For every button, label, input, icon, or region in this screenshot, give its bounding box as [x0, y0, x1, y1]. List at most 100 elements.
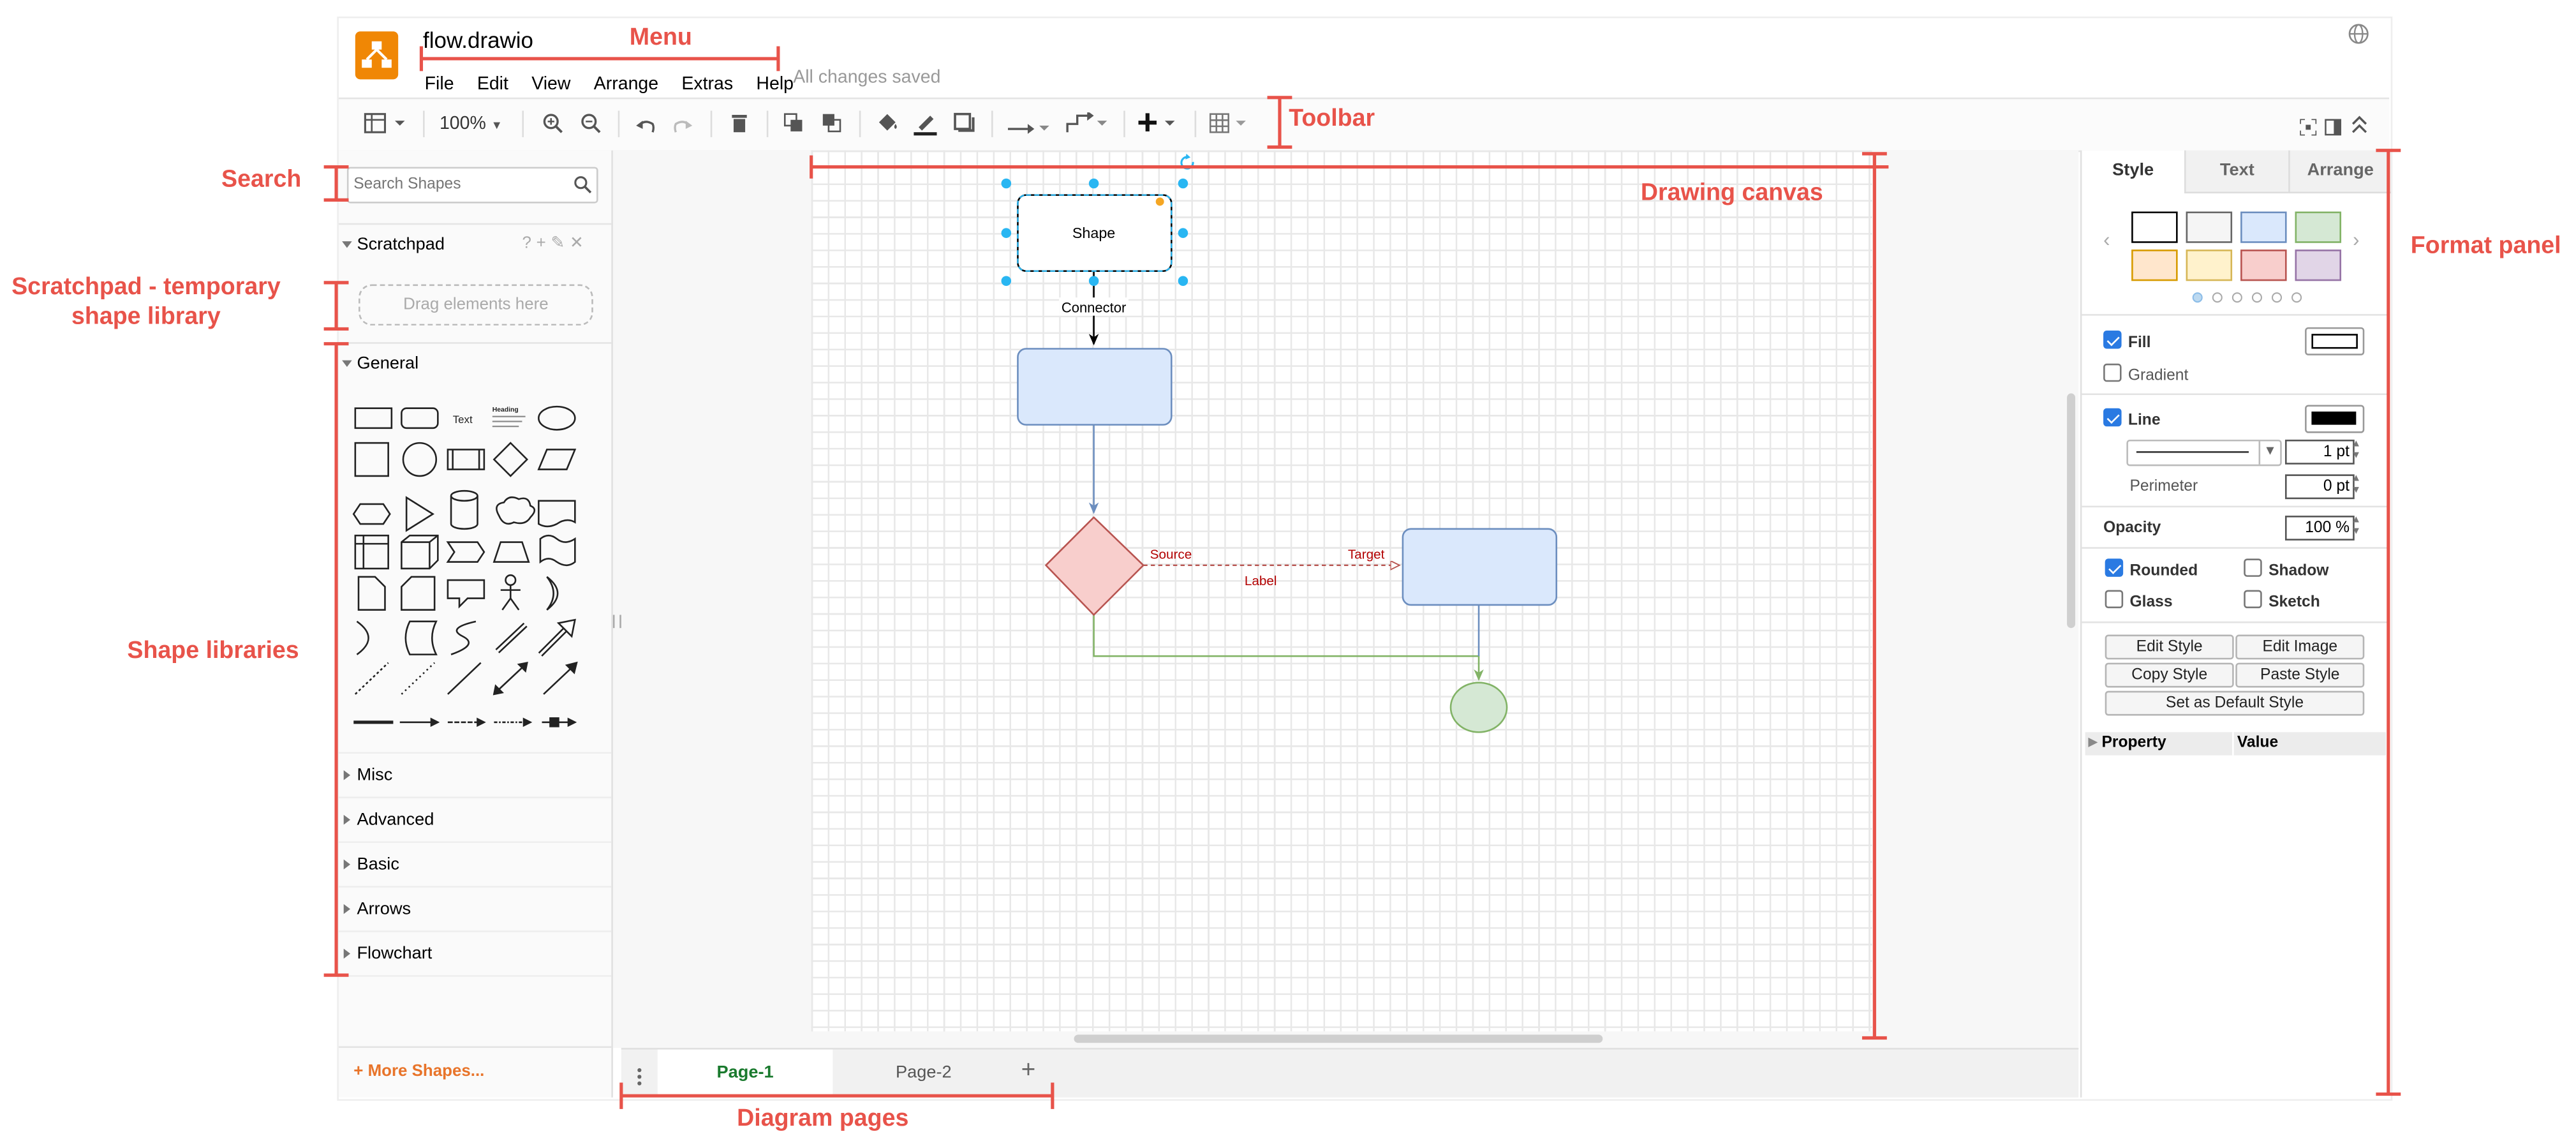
- style-swatch-8[interactable]: [2295, 250, 2342, 281]
- paste-style-button[interactable]: Paste Style: [2235, 662, 2365, 688]
- or-shape[interactable]: [546, 576, 559, 611]
- line-pattern-select[interactable]: ▼: [2126, 439, 2282, 466]
- tab-text[interactable]: Text: [2184, 150, 2289, 194]
- sketch-option[interactable]: Sketch: [2244, 590, 2320, 611]
- line-width-stepper[interactable]: ▲▼: [2351, 439, 2361, 461]
- undo-icon[interactable]: [635, 114, 656, 144]
- edge-source-label[interactable]: Source: [1150, 547, 1192, 562]
- menu-file[interactable]: File: [424, 74, 454, 94]
- line-width-input[interactable]: 1 pt: [2284, 439, 2355, 465]
- tab-arrange[interactable]: Arrange: [2288, 150, 2391, 194]
- globe-icon[interactable]: [2348, 23, 2369, 53]
- format-toggle-icon[interactable]: [2325, 114, 2342, 144]
- menu-extras[interactable]: Extras: [681, 74, 734, 94]
- view-icon[interactable]: [364, 112, 410, 142]
- callout-shape[interactable]: [447, 579, 485, 609]
- search-icon[interactable]: [574, 175, 592, 194]
- vertical-scrollbar[interactable]: [2067, 393, 2076, 629]
- style-swatch-5[interactable]: [2131, 250, 2178, 281]
- perimeter-stepper[interactable]: ▲▼: [2351, 474, 2361, 496]
- style-swatch-6[interactable]: [2186, 250, 2233, 281]
- fill-option[interactable]: Fill: [2103, 331, 2150, 352]
- selection-handles[interactable]: [1001, 178, 1188, 287]
- delay-shape[interactable]: [356, 620, 369, 655]
- general-header[interactable]: General: [339, 354, 418, 373]
- fill-color-icon[interactable]: [876, 111, 899, 142]
- opacity-stepper[interactable]: ▲▼: [2351, 516, 2361, 537]
- style-swatch-7[interactable]: [2240, 250, 2287, 281]
- menu-arrange[interactable]: Arrange: [593, 74, 659, 94]
- scratchpad-header[interactable]: Scratchpad: [339, 235, 445, 255]
- edge-green-left[interactable]: [1093, 615, 1484, 682]
- file-title[interactable]: flow.drawio: [423, 28, 534, 53]
- circle-shape[interactable]: [402, 442, 438, 477]
- line-color-icon[interactable]: [914, 111, 937, 144]
- edge-middle-label[interactable]: Label: [1245, 574, 1277, 588]
- gradient-option[interactable]: Gradient: [2103, 363, 2188, 385]
- rectangle-shape[interactable]: [354, 407, 393, 429]
- shadow-option[interactable]: Shadow: [2244, 558, 2328, 580]
- actor-shape[interactable]: [500, 574, 521, 611]
- insert-icon[interactable]: [1138, 112, 1181, 142]
- library-advanced[interactable]: Advanced: [338, 796, 612, 841]
- close-icon[interactable]: ✕: [570, 234, 589, 253]
- directional-connector-shape[interactable]: [543, 661, 578, 695]
- chevron-right-icon[interactable]: ›: [2353, 228, 2360, 251]
- add-icon[interactable]: +: [536, 234, 551, 253]
- gradient-checkbox[interactable]: [2103, 363, 2122, 382]
- card-shape[interactable]: [401, 576, 436, 611]
- opacity-input[interactable]: 100 %: [2284, 516, 2355, 541]
- library-basic[interactable]: Basic: [338, 841, 612, 886]
- blue-process-box[interactable]: [1017, 348, 1173, 426]
- help-icon[interactable]: ?: [522, 234, 537, 253]
- target-box[interactable]: [1402, 528, 1558, 606]
- drawing-canvas[interactable]: [811, 150, 1872, 1032]
- edge-target-label[interactable]: Target: [1348, 547, 1385, 562]
- step-shape[interactable]: [446, 541, 485, 563]
- pages-menu-icon[interactable]: [636, 1064, 642, 1094]
- heading-shape[interactable]: Heading: [492, 406, 526, 428]
- bidirectional-connector-shape[interactable]: [492, 661, 528, 696]
- zoom-out-icon[interactable]: [580, 112, 602, 142]
- chevron-left-icon[interactable]: ‹: [2103, 228, 2110, 251]
- shape-label[interactable]: Shape: [1072, 225, 1115, 241]
- note-shape[interactable]: [357, 576, 386, 611]
- shadow-checkbox[interactable]: [2244, 558, 2262, 577]
- line-shape[interactable]: [447, 662, 482, 695]
- fill-checkbox[interactable]: [2103, 331, 2122, 349]
- menu-help[interactable]: Help: [756, 74, 794, 94]
- bidirectional-arrow-shape[interactable]: [495, 622, 528, 653]
- waypoints-icon[interactable]: [1066, 110, 1109, 142]
- parallelogram-shape[interactable]: [537, 449, 577, 470]
- delete-icon[interactable]: [730, 112, 748, 142]
- collapse-icon[interactable]: [2351, 112, 2368, 142]
- sidebar-resize-handle[interactable]: [612, 615, 621, 629]
- edit-image-button[interactable]: Edit Image: [2235, 634, 2365, 660]
- rounding-handle[interactable]: [1155, 197, 1164, 206]
- add-page-icon[interactable]: +: [1021, 1056, 1036, 1085]
- line-color-swatch[interactable]: [2305, 405, 2365, 433]
- connector-label[interactable]: Connector: [1062, 300, 1127, 316]
- style-swatch-3[interactable]: [2240, 211, 2287, 243]
- line-option[interactable]: Line: [2103, 408, 2161, 429]
- s-curve-shape[interactable]: [450, 620, 477, 655]
- menu-edit[interactable]: Edit: [477, 74, 508, 94]
- tape-shape[interactable]: [539, 534, 576, 567]
- decision-diamond[interactable]: [1045, 516, 1144, 616]
- set-default-style-button[interactable]: Set as Default Style: [2105, 690, 2365, 716]
- end-circle[interactable]: [1449, 682, 1508, 733]
- trapezoid-shape[interactable]: [492, 541, 530, 563]
- more-shapes-link[interactable]: + More Shapes...: [353, 1063, 485, 1081]
- thick-arrow-shape[interactable]: [538, 618, 576, 657]
- perimeter-input[interactable]: 0 pt: [2284, 474, 2355, 500]
- text-shape[interactable]: Text: [453, 414, 473, 426]
- diamond-shape[interactable]: [492, 442, 529, 477]
- app-logo[interactable]: [355, 31, 399, 80]
- style-swatch-1[interactable]: [2131, 211, 2178, 243]
- copy-style-button[interactable]: Copy Style: [2105, 662, 2234, 688]
- scratchpad-dropzone[interactable]: Drag elements here: [359, 284, 593, 326]
- to-front-icon[interactable]: [783, 112, 805, 142]
- cube-shape[interactable]: [401, 534, 439, 570]
- fullscreen-icon[interactable]: [2298, 114, 2318, 144]
- connector-3-label-shape[interactable]: [494, 717, 533, 727]
